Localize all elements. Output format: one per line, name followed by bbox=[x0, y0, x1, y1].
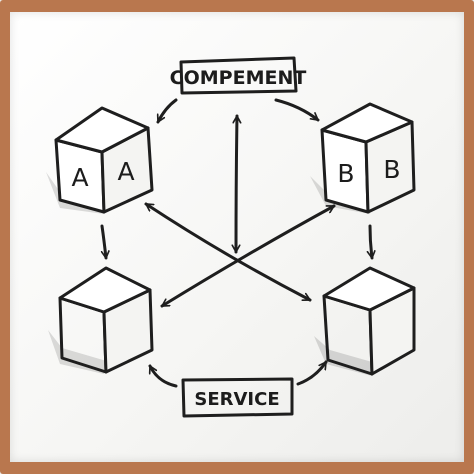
arrow-diagonal-a-to-bottom-right bbox=[144, 202, 312, 302]
cube-a-top-face bbox=[54, 106, 150, 154]
arrow-compement-to-cube-a bbox=[156, 98, 178, 124]
arrow-diagonal-b-to-bottom-left bbox=[160, 204, 336, 308]
service-box-outline bbox=[181, 377, 294, 418]
arrow-compement-vertical bbox=[236, 114, 237, 254]
cube-b-top-face bbox=[320, 102, 414, 144]
cube-bottom-right-top-face bbox=[322, 266, 416, 312]
arrow-cube-b-down bbox=[370, 224, 372, 260]
cube-bottom-left-shadow bbox=[48, 330, 110, 374]
arrow-cube-a-down bbox=[100, 224, 106, 260]
cube-bottom-right bbox=[314, 266, 416, 376]
arrow-service-to-bottom-left bbox=[148, 364, 178, 388]
cube-a-side-label: A bbox=[117, 157, 134, 186]
compement-label: COMPEMENT bbox=[170, 67, 307, 89]
cube-bottom-left bbox=[48, 266, 154, 374]
arrow-service-to-bottom-right bbox=[296, 360, 328, 386]
cube-a: A A bbox=[46, 106, 154, 214]
compement-node: COMPEMENT bbox=[170, 56, 307, 95]
cube-b: B B bbox=[310, 102, 416, 214]
cube-b-side-label: B bbox=[383, 155, 400, 184]
arrow-compement-to-cube-b bbox=[274, 98, 320, 122]
service-node: SERVICE bbox=[181, 377, 294, 418]
connectors bbox=[100, 98, 372, 388]
cube-bottom-right-shadow bbox=[314, 336, 372, 376]
cube-a-front-label: A bbox=[71, 163, 88, 192]
cube-b-front-label: B bbox=[337, 159, 354, 188]
compement-box-outline bbox=[179, 56, 298, 95]
service-label: SERVICE bbox=[194, 389, 279, 410]
